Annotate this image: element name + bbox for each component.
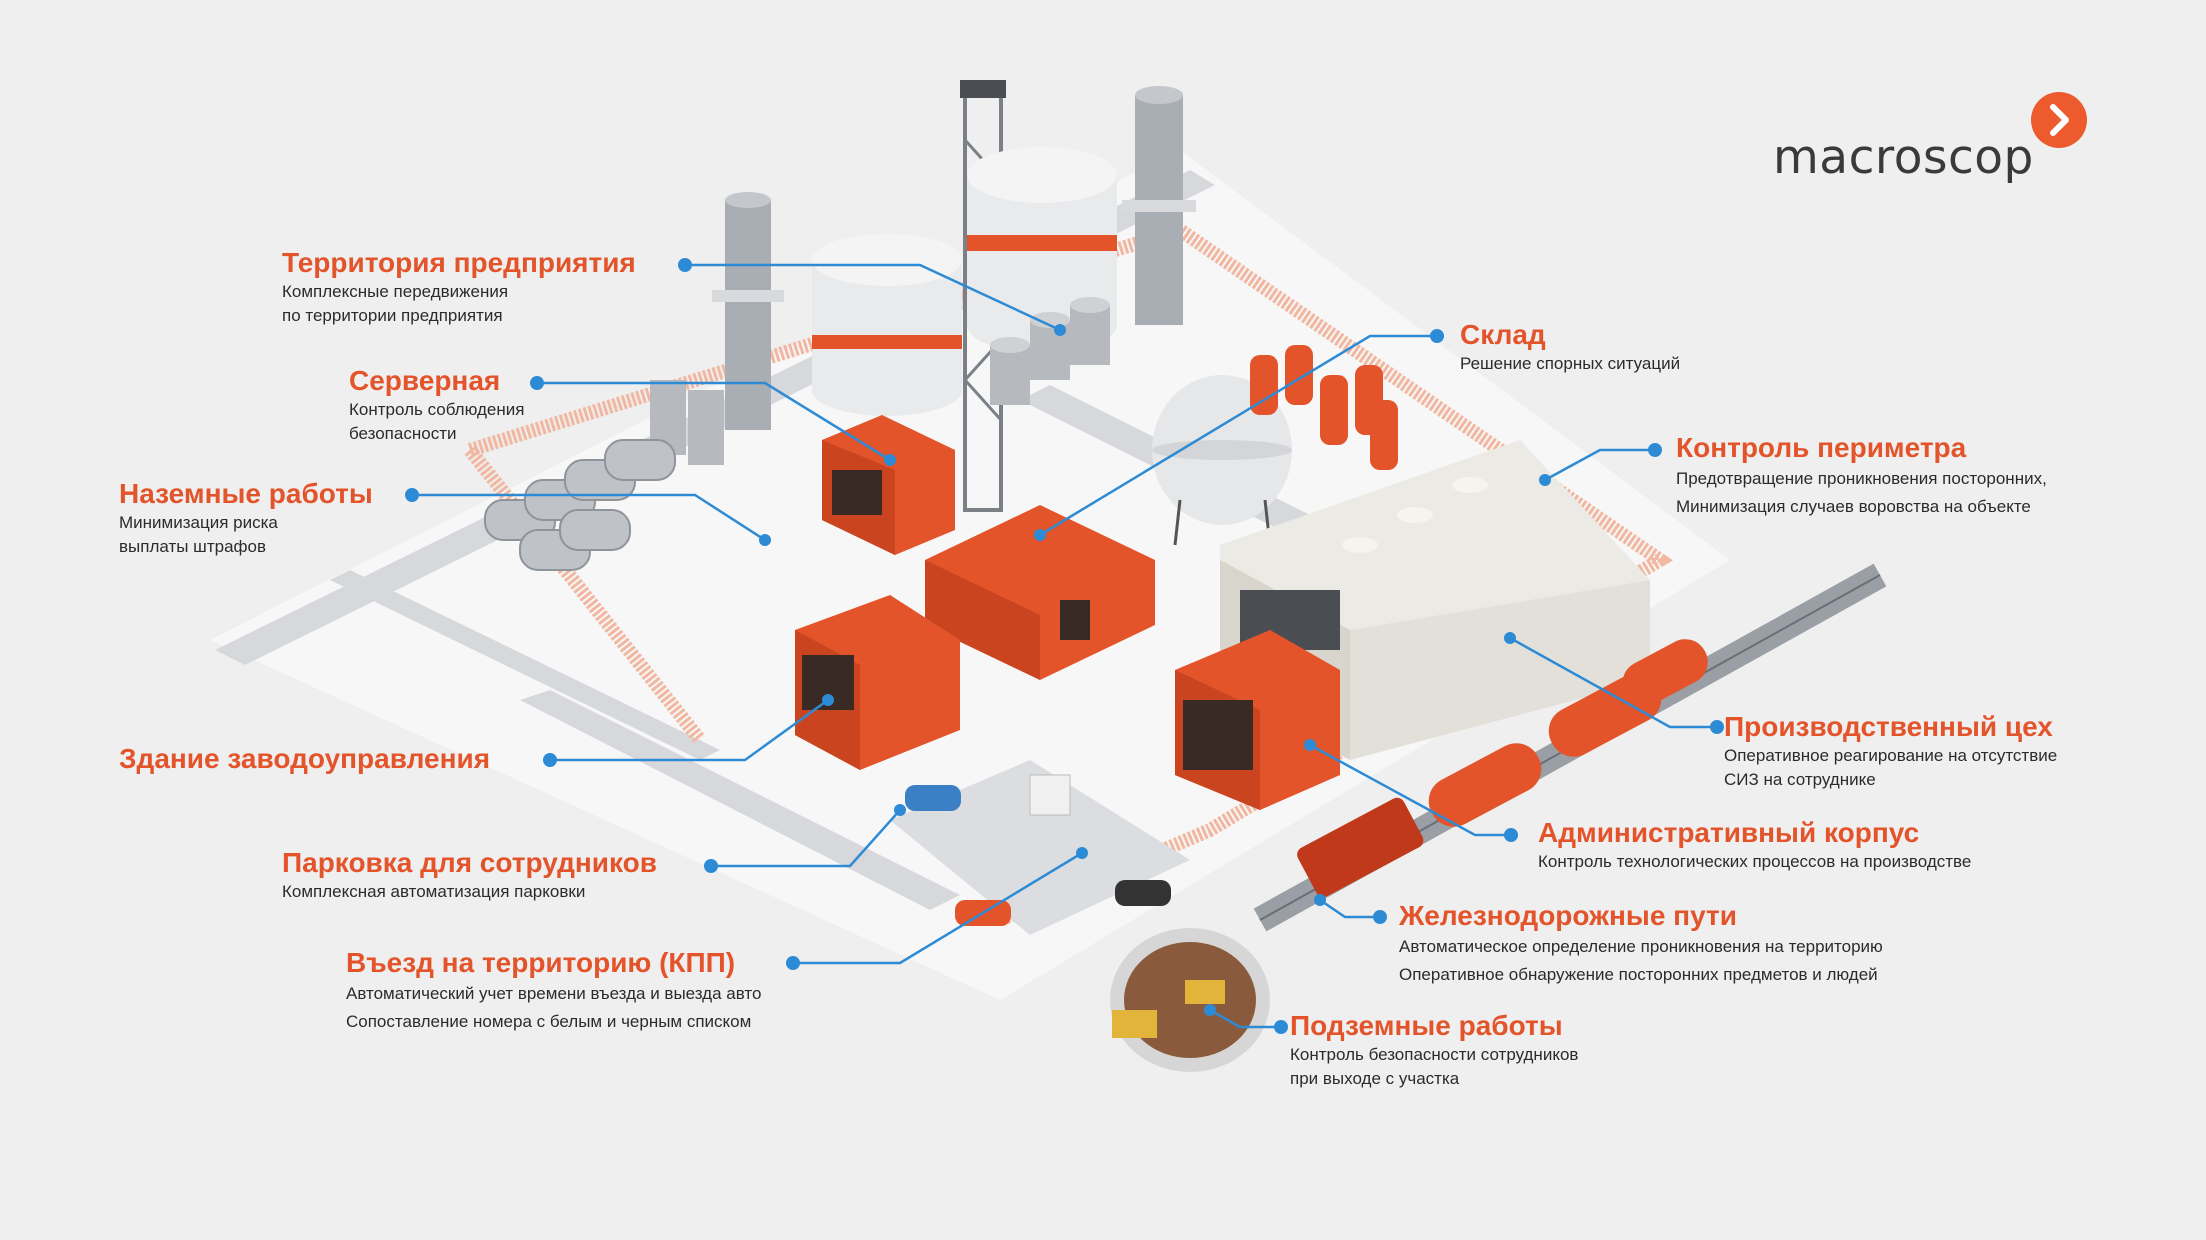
railway <box>1253 563 1887 932</box>
label-workshop: Производственный цех Оперативное реагиро… <box>1724 710 2057 792</box>
warehouse-building <box>925 505 1155 680</box>
label-server: Серверная Контроль соблюдения безопаснос… <box>349 364 524 446</box>
tower-right <box>1122 86 1196 325</box>
label-ground-title: Наземные работы <box>119 478 373 509</box>
label-perimeter-line-2: Минимизация случаев воровства на объекте <box>1676 497 2031 516</box>
orange-cylinders <box>1250 345 1398 470</box>
label-ground-works: Наземные работы Минимизация риска выплат… <box>119 477 373 559</box>
label-server-title: Серверная <box>349 365 501 396</box>
logo-wordmark: macroscop <box>1773 130 2034 185</box>
label-ground-line-2: выплаты штрафов <box>119 537 266 556</box>
label-parking: Парковка для сотрудников Комплексная авт… <box>282 846 657 904</box>
label-entrance-line-2: Сопоставление номера с белым и черным сп… <box>346 1012 752 1031</box>
callout-lines <box>412 263 1717 1029</box>
label-server-line-2: безопасности <box>349 424 457 443</box>
label-server-line-1: Контроль соблюдения <box>349 400 525 419</box>
label-entrance-title: Въезд на территорию (КПП) <box>346 947 736 978</box>
office-building <box>1175 630 1340 810</box>
label-workshop-line-1: Оперативное реагирование на отсутствие <box>1724 746 2058 765</box>
label-warehouse-line-1: Решение спорных ситуаций <box>1460 354 1681 373</box>
label-railway-title: Железнодорожные пути <box>1399 900 1737 931</box>
label-entrance: Въезд на территорию (КПП) Автоматический… <box>346 946 761 1036</box>
label-railway-line-1: Автоматическое определение проникновения… <box>1399 937 1883 956</box>
label-warehouse: Склад Решение спорных ситуаций <box>1460 318 1680 376</box>
label-office-line-1: Контроль технологических процессов на пр… <box>1538 852 1972 871</box>
label-territory-line-1: Комплексные передвижения <box>282 282 509 301</box>
tunnel <box>1110 928 1270 1072</box>
label-territory: Территория предприятия Комплексные перед… <box>282 246 636 328</box>
server-building <box>822 415 955 555</box>
label-underground-line-1: Контроль безопасности сотрудников <box>1290 1045 1579 1064</box>
storage-tank-1 <box>812 234 962 416</box>
label-parking-title: Парковка для сотрудников <box>282 847 657 878</box>
callout-dots <box>405 258 1724 1034</box>
label-admin-building-title: Здание заводоуправления <box>119 743 491 774</box>
label-perimeter-line-1: Предотвращение проникновения посторонних… <box>1676 469 2047 488</box>
label-ground-line-1: Минимизация риска <box>119 513 278 532</box>
label-parking-line-1: Комплексная автоматизация парковки <box>282 882 586 901</box>
label-perimeter-title: Контроль периметра <box>1676 432 1967 463</box>
label-underground-title: Подземные работы <box>1290 1010 1563 1041</box>
label-territory-title: Территория предприятия <box>282 247 636 278</box>
label-admin-building: Здание заводоуправления <box>119 742 490 776</box>
label-territory-line-2: по территории предприятия <box>282 306 503 325</box>
label-railway-line-2: Оперативное обнаружение посторонних пред… <box>1399 965 1878 984</box>
perimeter-fence-2 <box>464 445 706 745</box>
label-office-title: Административный корпус <box>1538 817 1920 848</box>
label-workshop-line-2: СИЗ на сотруднике <box>1724 770 1876 789</box>
barrel-stacks <box>484 439 676 571</box>
label-railway: Железнодорожные пути Автоматическое опре… <box>1399 899 1883 989</box>
label-office: Административный корпус Контроль техноло… <box>1538 816 1971 874</box>
label-workshop-title: Производственный цех <box>1724 711 2053 742</box>
small-tanks <box>650 297 1110 465</box>
label-underground: Подземные работы Контроль безопасности с… <box>1290 1009 1578 1091</box>
tower-left <box>712 192 784 430</box>
label-perimeter: Контроль периметра Предотвращение проник… <box>1676 431 2047 521</box>
label-warehouse-title: Склад <box>1460 319 1546 350</box>
label-entrance-line-1: Автоматический учет времени въезда и вые… <box>346 984 762 1003</box>
label-underground-line-2: при выходе с участка <box>1290 1069 1460 1088</box>
logo-chevron-icon <box>2031 92 2087 148</box>
